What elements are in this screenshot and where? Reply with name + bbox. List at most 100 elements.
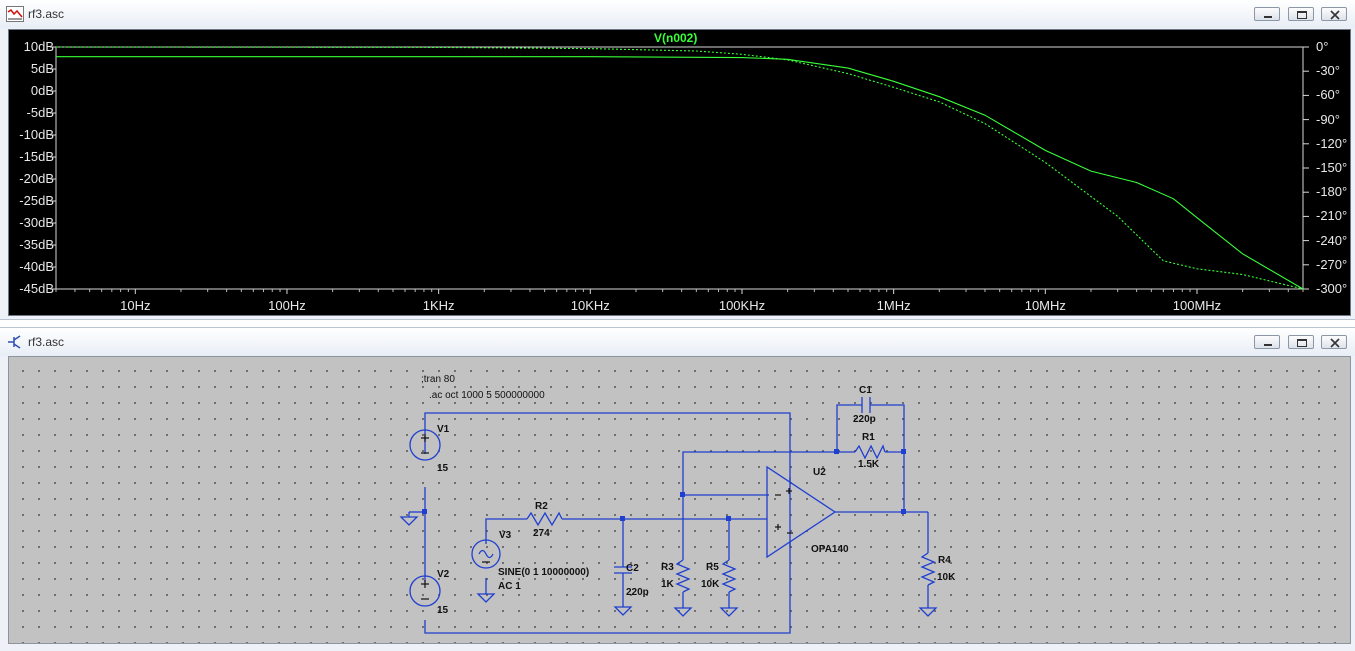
minimize-button[interactable] (1254, 7, 1280, 21)
v3-label[interactable]: V3 (499, 530, 512, 541)
maximize-icon (1297, 339, 1307, 347)
voltage-source-v1[interactable] (409, 429, 441, 461)
waveform-titlebar[interactable]: rf3.asc (0, 0, 1355, 28)
ground-symbol (399, 516, 938, 617)
u2-label[interactable]: U2 (813, 467, 826, 478)
y-right-tick-label: -270° (1316, 256, 1348, 272)
junction-dots (422, 449, 906, 521)
c1-label[interactable]: C1 (859, 385, 872, 396)
c1-value[interactable]: 220p (853, 414, 876, 425)
close-button[interactable] (1321, 7, 1347, 21)
y-left-tick-label: 10dB (23, 39, 54, 54)
resistor-r3[interactable] (675, 559, 691, 593)
y-left-tick-label: -25dB (19, 193, 54, 208)
schematic-canvas[interactable]: ;tran 80 .ac oct 1000 5 500000000 V1 15 … (8, 356, 1351, 644)
y-right-tick-label: 0° (1316, 39, 1329, 54)
y-left-tick-label: -5dB (26, 105, 54, 120)
minimize-icon (1264, 344, 1272, 346)
voltage-source-v2[interactable] (409, 575, 441, 607)
bode-plot[interactable]: V(n002) 10dB 5dB 0dB -5dB -10dB -15dB -20dB -25… (8, 29, 1351, 316)
x-tick-label: 1MHz (876, 298, 911, 313)
waveform-icon (6, 6, 24, 22)
y-left-tick-label: -45dB (19, 281, 54, 296)
schematic-icon (8, 335, 21, 349)
waveform-window: rf3.asc V(n002) 10dB 5dB 0dB -5dB -10dB -15dB… (0, 0, 1355, 320)
maximize-button[interactable] (1288, 7, 1314, 21)
schematic-window: rf3.asc (0, 327, 1355, 651)
y-right-tick-label: -210° (1316, 208, 1348, 224)
schematic-titlebar[interactable]: rf3.asc (0, 328, 1355, 356)
r5-value[interactable]: 10K (701, 579, 720, 590)
v2-value[interactable]: 15 (437, 605, 449, 616)
minimize-button[interactable] (1254, 335, 1280, 349)
sine-icon (478, 549, 494, 559)
y-left-tick-label: -40dB (19, 259, 54, 274)
close-icon (1330, 338, 1340, 348)
y-right-tick-label: -30° (1316, 63, 1340, 79)
y-left-tick-label: -15dB (19, 149, 54, 164)
capacitor-c2[interactable] (614, 566, 632, 574)
ac-directive[interactable]: .ac oct 1000 5 500000000 (429, 390, 545, 401)
y-right-tick-label: -300° (1316, 281, 1348, 296)
r4-label[interactable]: R4 (938, 555, 951, 566)
resistor-r5[interactable] (721, 559, 737, 593)
schematic-drawing[interactable] (9, 357, 1350, 643)
x-tick-label: 100KHz (718, 298, 766, 313)
x-tick-label: 10MHz (1024, 298, 1066, 313)
tran-directive[interactable]: ;tran 80 (421, 374, 455, 385)
y-left-tick-label: -30dB (19, 215, 54, 230)
resistor-r1[interactable] (854, 444, 886, 460)
r2-value[interactable]: 274 (533, 528, 550, 539)
r5-label[interactable]: R5 (706, 562, 719, 573)
y-right-tick-label: -240° (1316, 232, 1348, 248)
v2-label[interactable]: V2 (437, 569, 450, 580)
maximize-icon (1297, 11, 1307, 19)
r3-value[interactable]: 1K (661, 579, 674, 590)
v1-value[interactable]: 15 (437, 463, 449, 474)
y-right-tick-label: -90° (1316, 111, 1340, 127)
r3-label[interactable]: R3 (661, 562, 674, 573)
v1-label[interactable]: V1 (437, 424, 450, 435)
opamp-u2[interactable] (766, 465, 837, 559)
y-right-tick-label: -180° (1316, 184, 1348, 200)
c2-value[interactable]: 220p (626, 587, 649, 598)
x-tick-label: 10Hz (120, 298, 151, 313)
y-right-tick-label: -60° (1316, 87, 1340, 103)
voltage-source-v3[interactable] (471, 539, 501, 569)
maximize-button[interactable] (1288, 335, 1314, 349)
r2-label[interactable]: R2 (535, 501, 548, 512)
x-tick-label: 100MHz (1172, 298, 1222, 313)
x-tick-label: 10KHz (570, 298, 610, 313)
y-left-tick-label: -10dB (19, 127, 54, 142)
u2-model[interactable]: OPA140 (811, 544, 849, 555)
y-left-tick-label: 5dB (30, 61, 54, 76)
trace-label[interactable]: V(n002) (654, 31, 698, 45)
close-button[interactable] (1321, 335, 1347, 349)
x-tick-label: 1KHz (422, 298, 455, 313)
x-tick-label: 100Hz (268, 298, 306, 313)
close-icon (1330, 10, 1340, 20)
y-right-tick-label: -150° (1316, 160, 1348, 175)
wires[interactable] (408, 404, 929, 634)
v3-value[interactable]: SINE(0 1 10000000) (498, 567, 590, 578)
resistor-r2[interactable] (526, 511, 563, 527)
y-left-tick-label: -20dB (19, 171, 54, 186)
plot-area[interactable] (9, 30, 1350, 315)
r1-label[interactable]: R1 (862, 432, 875, 443)
phase-trace[interactable] (55, 46, 1304, 290)
y-left-tick-label: -35dB (19, 237, 54, 252)
schematic-window-title: rf3.asc (28, 335, 65, 349)
minimize-icon (1264, 16, 1272, 18)
polarity-marks (421, 434, 793, 600)
r1-value[interactable]: 1.5K (858, 459, 880, 470)
plot-frame (55, 46, 1304, 290)
magnitude-trace[interactable] (56, 56, 1304, 290)
y-left-tick-label: 0dB (30, 83, 54, 98)
c2-label[interactable]: C2 (626, 563, 639, 574)
y-right-tick-label: -120° (1316, 135, 1348, 151)
capacitor-c1[interactable] (861, 397, 871, 413)
resistor-r4[interactable] (920, 552, 936, 586)
waveform-window-title: rf3.asc (28, 7, 65, 21)
v3-ac-value[interactable]: AC 1 (498, 581, 521, 592)
r4-value[interactable]: 10K (937, 572, 956, 583)
